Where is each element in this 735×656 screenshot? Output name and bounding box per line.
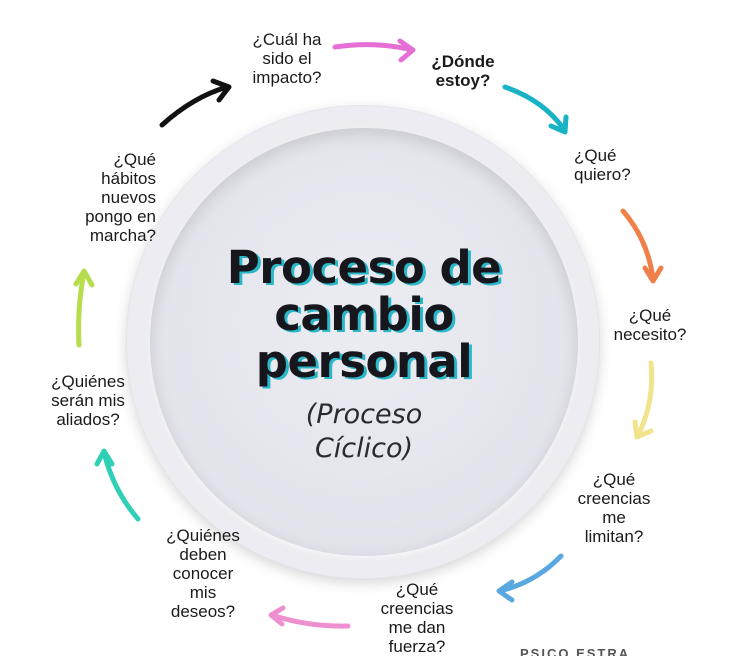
cycle-arrow — [94, 448, 141, 522]
step-label-donde-estoy: ¿Dónde estoy? — [431, 52, 495, 90]
subtitle-line: (Proceso — [305, 399, 423, 430]
center-circle — [150, 128, 578, 556]
cycle-arrow — [159, 78, 232, 128]
diagram-title: Proceso de cambio personal — [150, 244, 578, 385]
title-line: Proceso de — [226, 241, 502, 294]
step-label-creencias-limitan: ¿Qué creencias me limitan? — [577, 470, 651, 546]
diagram-subtitle: (Proceso Cíclico) — [150, 398, 578, 466]
step-label-quienes-aliados: ¿Quiénes serán mis aliados? — [51, 372, 125, 429]
step-label-que-quiero: ¿Qué quiero? — [574, 146, 631, 184]
footer-watermark: PSICO ESTRA — [520, 646, 631, 656]
subtitle-line: Cíclico) — [314, 433, 414, 464]
step-label-que-necesito: ¿Qué necesito? — [613, 306, 687, 344]
cycle-arrow — [73, 268, 95, 348]
title-line: cambio — [274, 288, 454, 341]
title-line: personal — [255, 335, 473, 388]
step-label-quienes-deben-conocer: ¿Quiénes deben conocer mis deseos? — [166, 526, 240, 621]
step-label-habitos-nuevos: ¿Qué hábitos nuevos pongo en marcha? — [85, 150, 156, 245]
cycle-arrow — [268, 605, 351, 629]
cycle-arrow — [496, 553, 564, 603]
step-label-creencias-fuerza: ¿Qué creencias me dan fuerza? — [380, 580, 454, 656]
cycle-arrow — [502, 84, 569, 135]
cycle-arrow — [620, 208, 664, 284]
cycle-arrow — [332, 38, 416, 63]
cycle-arrow — [632, 360, 655, 440]
step-label-impacto: ¿Cuál ha sido el impacto? — [252, 30, 322, 87]
